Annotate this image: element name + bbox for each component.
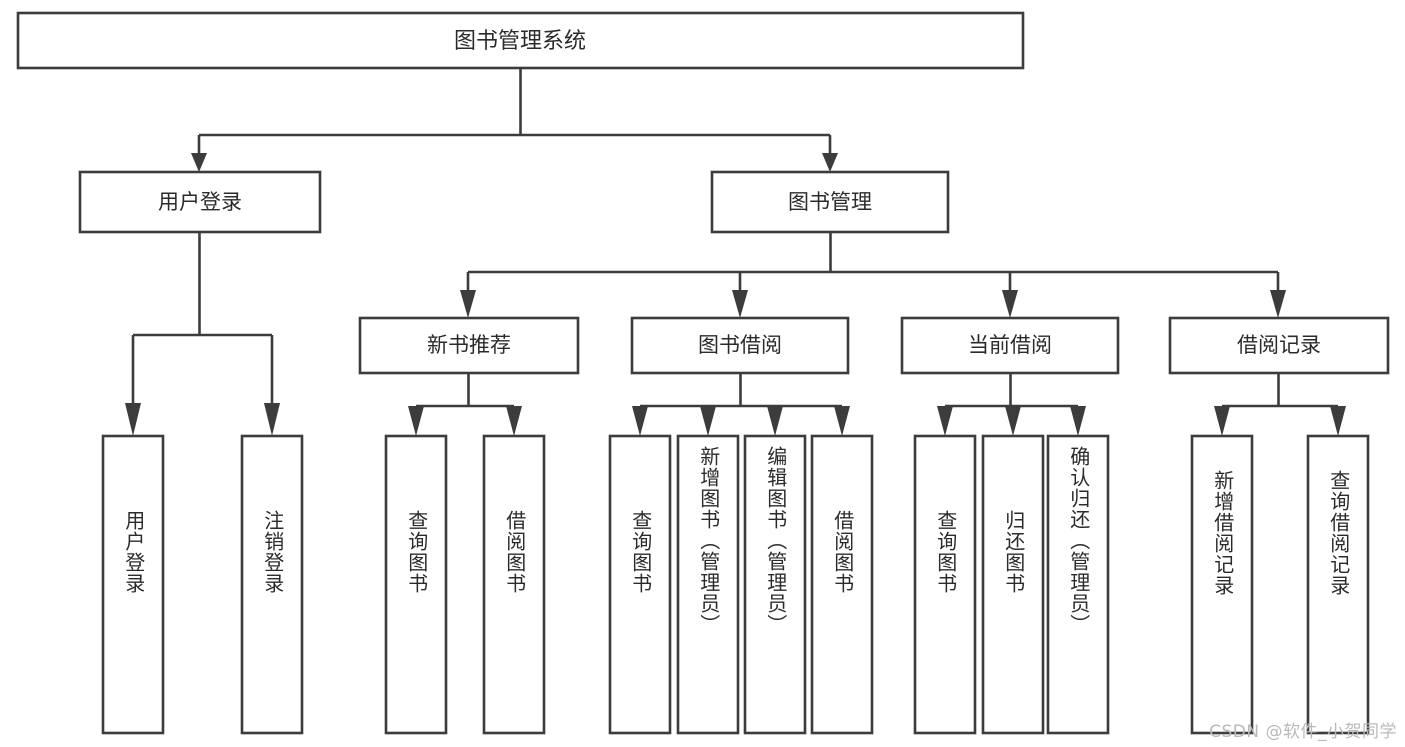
arrow-head-leaf-query-book-3 xyxy=(937,406,953,436)
node-leaf-confirm-return-box[interactable] xyxy=(1046,434,1110,735)
node-leaf-query-record-box[interactable] xyxy=(1306,434,1370,735)
arrow-head-user-login xyxy=(191,153,207,172)
node-leaf-user-login-box[interactable] xyxy=(101,434,165,735)
node-user-login-label: 用户登录 xyxy=(158,190,242,214)
arrow-head-leaf-query-book-1 xyxy=(408,406,424,436)
node-borrow-record-box[interactable] xyxy=(1168,316,1390,375)
node-book-borrow-label: 图书借阅 xyxy=(698,333,782,357)
arrow-head-leaf-query-record xyxy=(1330,406,1346,436)
arrow-head-leaf-user-login xyxy=(125,403,141,436)
arrow-head-book-manage xyxy=(822,153,838,172)
arrow-head-current-borrow xyxy=(1002,290,1018,318)
node-current-borrow-box[interactable] xyxy=(900,316,1120,375)
node-leaf-borrow-book-1-box[interactable] xyxy=(482,434,546,735)
arrow-head-leaf-borrow-book-1 xyxy=(506,406,522,436)
connector-group-root xyxy=(191,68,838,172)
connector-group-user-login xyxy=(125,232,280,436)
node-borrow-record-label: 借阅记录 xyxy=(1237,333,1321,357)
arrow-head-leaf-logout xyxy=(264,403,280,436)
node-book-manage-label: 图书管理 xyxy=(788,190,872,214)
arrow-head-leaf-edit-book xyxy=(767,406,783,436)
node-leaf-borrow-book-2-box[interactable] xyxy=(810,434,874,735)
arrow-head-leaf-add-record xyxy=(1214,406,1230,436)
connector-group-book-borrow xyxy=(632,373,850,436)
node-root-box[interactable] xyxy=(16,11,1025,70)
node-leaf-query-book-3-box[interactable] xyxy=(913,434,977,735)
node-book-borrow-box[interactable] xyxy=(630,316,850,375)
node-leaf-add-book-box[interactable] xyxy=(676,434,740,735)
arrow-head-leaf-borrow-book-2 xyxy=(834,406,850,436)
arrow-head-borrow-record xyxy=(1270,290,1286,318)
connector-group-new-book-recommend xyxy=(408,373,522,436)
connector-group-current-borrow xyxy=(937,373,1086,436)
arrow-head-leaf-confirm-return xyxy=(1070,406,1086,436)
node-leaf-query-book-1-box[interactable] xyxy=(384,434,448,735)
node-leaf-logout-box[interactable] xyxy=(240,434,304,735)
arrow-head-leaf-return-book xyxy=(1005,406,1021,436)
watermark-text: CSDN @软件_小贺同学 xyxy=(1209,722,1397,742)
arrow-head-leaf-add-book xyxy=(700,406,716,436)
node-new-book-recommend-label: 新书推荐 xyxy=(427,333,511,357)
connector-group-book-manage xyxy=(460,232,1286,318)
node-new-book-recommend-box[interactable] xyxy=(358,316,580,375)
node-user-login-box[interactable] xyxy=(78,170,322,234)
node-leaf-edit-book-box[interactable] xyxy=(743,434,807,735)
node-leaf-add-record-box[interactable] xyxy=(1190,434,1254,735)
node-leaf-query-book-2-box[interactable] xyxy=(608,434,672,735)
node-book-manage-box[interactable] xyxy=(710,170,950,234)
arrow-head-leaf-query-book-2 xyxy=(632,406,648,436)
node-root-label: 图书管理系统 xyxy=(454,29,586,54)
arrow-head-new-book-recommend xyxy=(460,290,476,318)
arrow-head-book-borrow xyxy=(732,290,748,318)
node-current-borrow-label: 当前借阅 xyxy=(968,333,1052,357)
connector-group-borrow-record xyxy=(1214,373,1346,436)
node-leaf-return-book-box[interactable] xyxy=(981,434,1045,735)
